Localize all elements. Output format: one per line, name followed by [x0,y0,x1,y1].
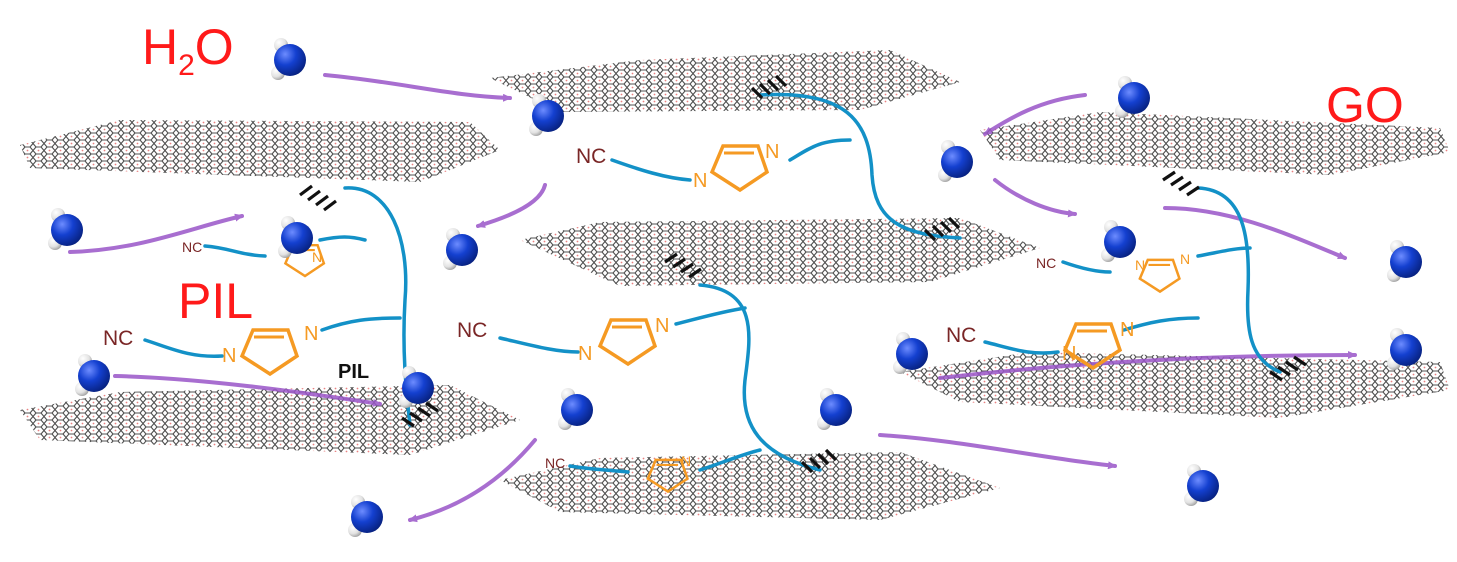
water-label: H2O [142,22,234,81]
water-label-subscript: 2 [178,49,195,82]
pil-small-label: PIL [338,361,370,383]
nitrogen-label: N [578,343,592,365]
nitrogen-label: N [1180,251,1190,267]
graphene-oxide-sheet-icon [20,50,1450,520]
nitrile-label: NC [182,239,203,255]
water-label-h: H [142,19,179,75]
nitrile-label: NC [545,455,566,471]
nitrile-label: NC [576,145,607,168]
nitrile-label: NC [946,324,977,347]
nitrogen-labels: N N N N N N N N N N N N [222,141,1190,469]
nitrile-label: NC [1036,255,1057,271]
nitrogen-label: N [312,249,322,265]
nitrogen-label: N [765,141,779,163]
nitrogen-label: N [222,345,236,367]
flow-arrow-icon [68,73,1357,523]
nitrogen-label: N [1120,319,1134,341]
polymer-chain-icon [143,92,1282,474]
nitrile-label: NC [457,319,488,342]
nitrogen-label: N [1135,257,1145,273]
go-label: GO [1326,77,1404,133]
nitrogen-label: N [655,315,669,337]
nitrile-label: NC [103,327,134,350]
nitrogen-label: N [304,323,318,345]
water-label-o: O [194,19,234,75]
nitrogen-label: N [693,170,707,192]
nitrogen-label: N [681,453,691,469]
nitrogen-label: N [1062,343,1076,365]
anchor-hatch-icon [299,74,1307,474]
pil-label: PIL [178,273,254,329]
